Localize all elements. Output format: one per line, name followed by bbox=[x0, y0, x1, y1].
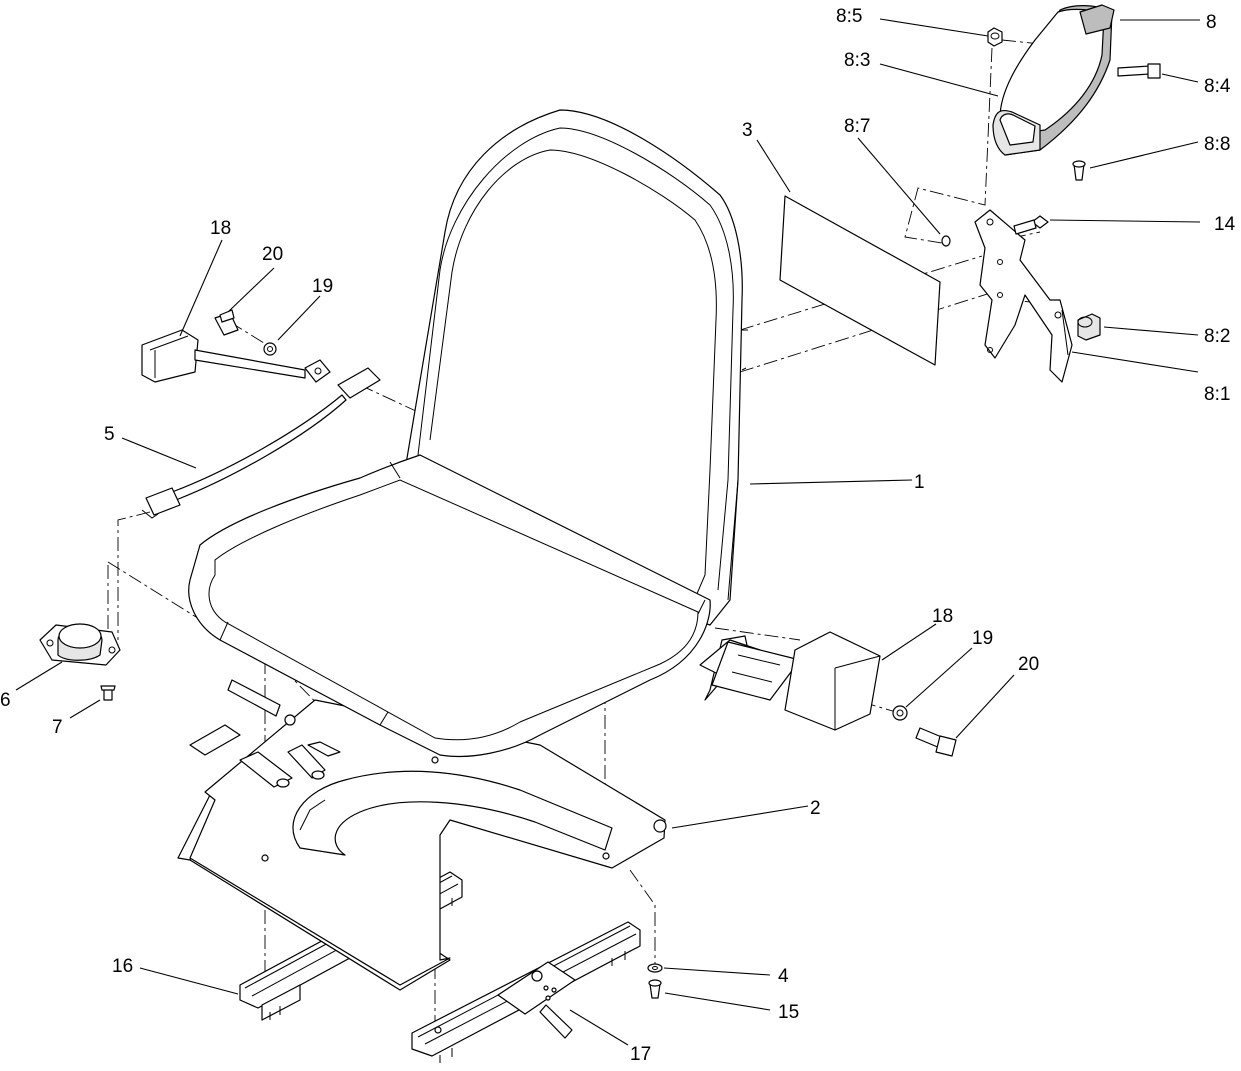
callout-1: 1 bbox=[914, 472, 925, 493]
callout-8-7: 8:7 bbox=[844, 116, 870, 137]
callout-6: 6 bbox=[0, 690, 11, 711]
callout-3: 3 bbox=[742, 120, 753, 141]
seat-belt-right bbox=[699, 631, 957, 757]
callout-5: 5 bbox=[104, 424, 115, 445]
callout-8-2: 8:2 bbox=[1204, 326, 1230, 347]
callout-19-left: 19 bbox=[312, 276, 333, 297]
callout-8-8: 8:8 bbox=[1204, 134, 1230, 155]
callout-18-right: 18 bbox=[932, 606, 953, 627]
seat-pan-bracket bbox=[177, 679, 667, 991]
callout-17: 17 bbox=[630, 1044, 651, 1065]
callout-18-left: 18 bbox=[210, 218, 231, 239]
callout-labels: 1 2 3 4 5 6 7 8 8:1 8:2 8:3 8:4 8:5 8:7 … bbox=[0, 6, 1236, 1065]
armrest-assembly bbox=[941, 4, 1161, 383]
wire-harness bbox=[141, 367, 381, 519]
callout-20-right: 20 bbox=[1018, 654, 1039, 675]
callout-2: 2 bbox=[810, 798, 821, 819]
callout-8: 8 bbox=[1206, 12, 1217, 33]
callout-20-left: 20 bbox=[262, 244, 283, 265]
callout-8-5: 8:5 bbox=[836, 6, 862, 27]
callout-8-3: 8:3 bbox=[844, 50, 870, 71]
callout-4: 4 bbox=[778, 966, 789, 987]
bottom-hardware bbox=[647, 963, 663, 999]
seat-belt-left bbox=[141, 309, 331, 383]
callout-7: 7 bbox=[52, 717, 63, 738]
callout-19-right: 19 bbox=[972, 628, 993, 649]
seat-switch bbox=[39, 623, 121, 701]
callout-8-1: 8:1 bbox=[1204, 384, 1230, 405]
seat-cushion bbox=[188, 109, 748, 758]
callout-15: 15 bbox=[778, 1002, 799, 1023]
leader-lines bbox=[15, 18, 1201, 1046]
decal-panel bbox=[779, 195, 941, 366]
callout-14: 14 bbox=[1214, 214, 1236, 235]
callout-16: 16 bbox=[112, 956, 133, 977]
callout-8-4: 8:4 bbox=[1204, 76, 1231, 97]
